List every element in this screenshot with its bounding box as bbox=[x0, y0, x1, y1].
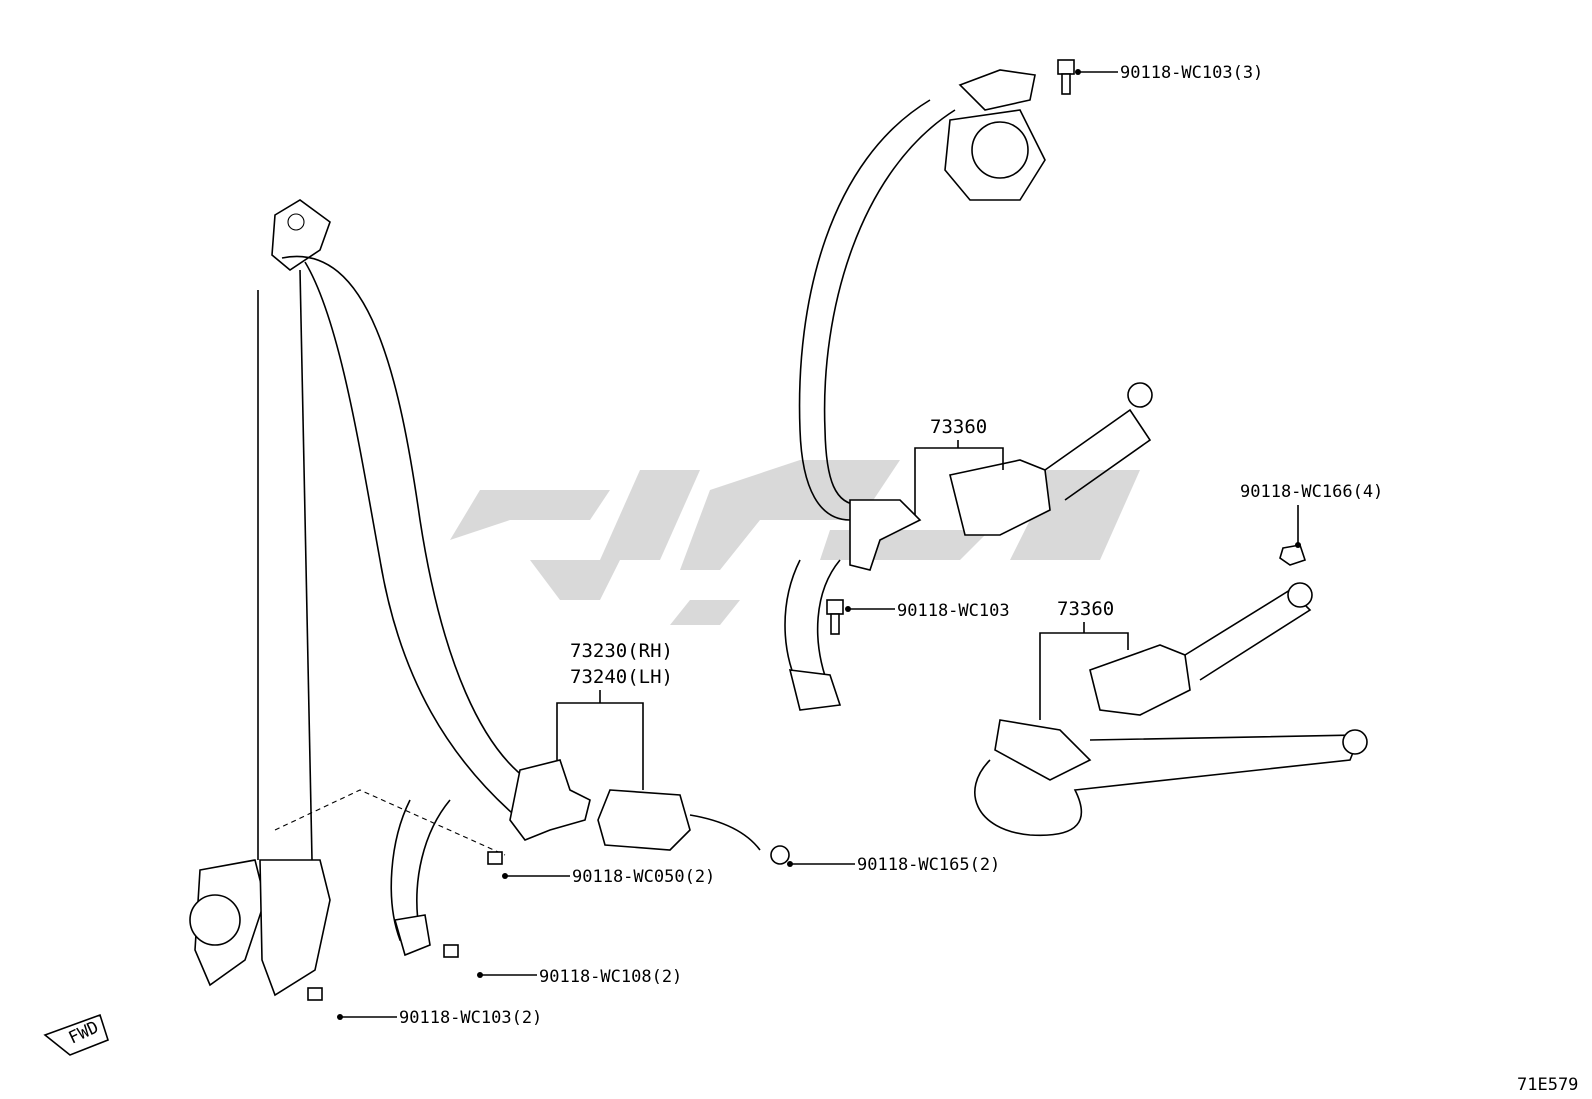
bolt-shank bbox=[1061, 73, 1071, 95]
label-front-belt-rh: 73230(RH) bbox=[570, 640, 673, 662]
bolt-icon bbox=[1057, 59, 1075, 75]
front-retractor-spool bbox=[189, 894, 241, 946]
figure-code: 71E579 bbox=[1517, 1075, 1578, 1095]
rear-center-anchor bbox=[1342, 729, 1368, 755]
nut-icon bbox=[1279, 544, 1307, 566]
bolt-icon bbox=[443, 944, 459, 958]
label-bolt-front-c: 90118-WC103(2) bbox=[399, 1008, 542, 1028]
label-bolt-top-right: 90118-WC103(3) bbox=[1120, 63, 1263, 83]
rear-seat-belt-assembly bbox=[784, 69, 1153, 711]
rear-anchor-plate bbox=[958, 69, 1036, 111]
front-buckle bbox=[597, 789, 691, 851]
bolt-shank bbox=[830, 613, 840, 635]
rear-center-strap bbox=[974, 734, 1362, 837]
bolt-icon bbox=[487, 851, 503, 865]
nut-icon bbox=[770, 845, 790, 865]
label-bolt-front-b: 90118-WC108(2) bbox=[539, 967, 682, 987]
rear-buckle-anchor-upper bbox=[1127, 382, 1153, 408]
rear-buckle-upper bbox=[949, 459, 1051, 536]
rear-buckle-lower bbox=[1089, 644, 1191, 716]
label-bolt-mid: 90118-WC103 bbox=[897, 601, 1010, 621]
rear-belt-outer bbox=[798, 99, 931, 521]
front-anchor-plate bbox=[271, 199, 331, 271]
fasteners bbox=[307, 59, 1307, 1001]
rear-belt-inner bbox=[823, 109, 956, 506]
rear-buckle-anchor-lower bbox=[1287, 582, 1313, 608]
rear-tongue bbox=[849, 499, 922, 571]
bolt-icon bbox=[307, 987, 323, 1001]
label-buckle-upper: 73360 bbox=[930, 416, 987, 438]
front-buckle-cable bbox=[689, 814, 761, 851]
front-seat-belt-assembly: FWD bbox=[43, 199, 761, 1056]
leader-lines bbox=[337, 69, 1301, 1020]
front-hidden-line bbox=[274, 789, 506, 856]
front-retractor-bracket bbox=[259, 859, 331, 997]
front-belt-edge-right bbox=[299, 269, 313, 861]
front-lower-anchor bbox=[393, 914, 431, 957]
rear-lower-anchor bbox=[788, 669, 842, 711]
rear-center-belt-assembly bbox=[974, 582, 1368, 837]
bolt-icon bbox=[826, 599, 844, 615]
label-bolt-front-a: 90118-WC050(2) bbox=[572, 867, 715, 887]
front-belt-lap-inner bbox=[304, 261, 521, 821]
fwd-arrow bbox=[43, 1013, 109, 1056]
label-nut-buckle: 90118-WC165(2) bbox=[857, 855, 1000, 875]
rear-buckle-strap-upper bbox=[1044, 408, 1152, 501]
label-nut-right: 90118-WC166(4) bbox=[1240, 482, 1383, 502]
rear-center-tongue bbox=[994, 719, 1092, 781]
front-anchor-hole bbox=[287, 213, 305, 231]
rear-retractor-spool bbox=[971, 121, 1029, 179]
front-tongue bbox=[509, 759, 591, 841]
label-front-belt-lh: 73240(LH) bbox=[570, 666, 673, 688]
label-buckle-lower: 73360 bbox=[1057, 598, 1114, 620]
front-belt-lap-outer bbox=[281, 255, 546, 791]
